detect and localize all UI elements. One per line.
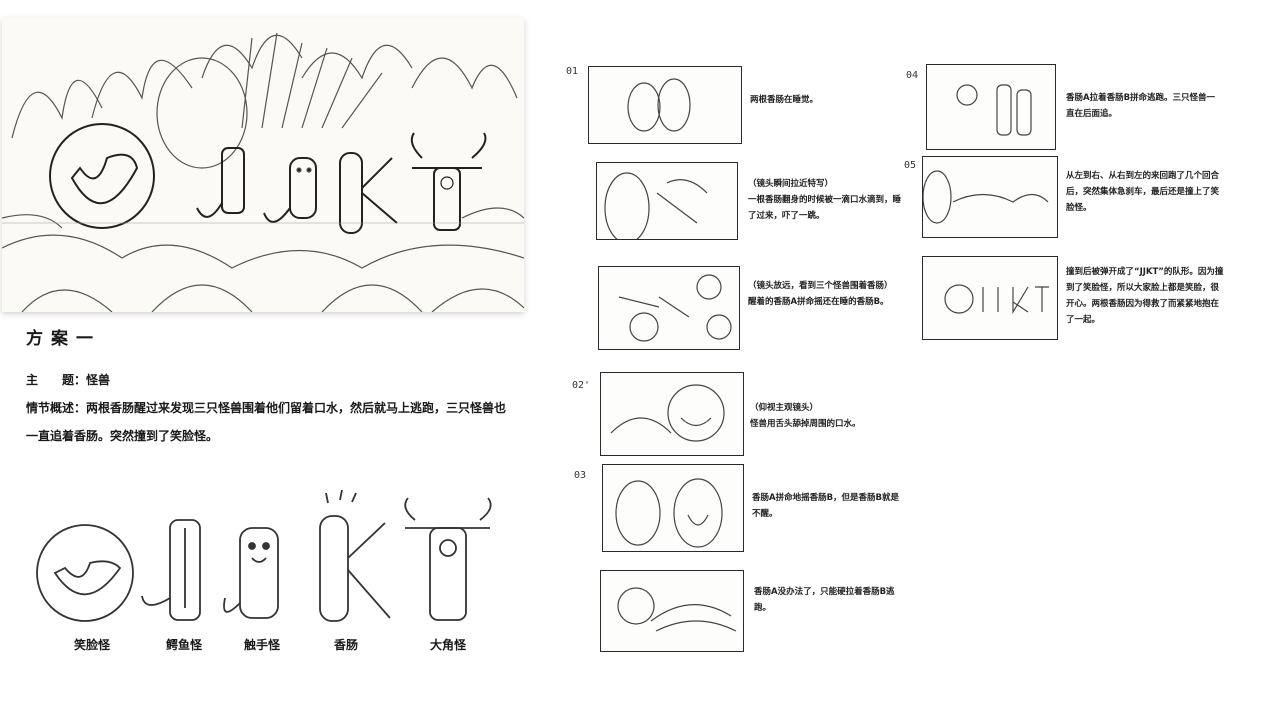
storyboard-frame [602, 464, 744, 552]
label-tentacle-monster: 触手怪 [243, 638, 280, 652]
shot-caption: （镜头瞬间拉近特写） 一根香肠翻身的时候被一滴口水滴到，睡了过来，吓了一跳。 [748, 179, 902, 221]
storyboard-frame [596, 162, 738, 240]
shot-caption: 香肠A拼命地摇香肠B，但是香肠B就是不醒。 [752, 493, 900, 519]
synopsis-text: 两根香肠醒过来发现三只怪兽围着他们留着口水，然后就马上逃跑，三只怪兽也一直追着香… [26, 401, 507, 443]
storyboard-frame [588, 66, 742, 144]
synopsis-paragraph: 情节概述：两根香肠醒过来发现三只怪兽围着他们留着口水，然后就马上逃跑，三只怪兽也… [26, 394, 516, 450]
monster-sketch-row [30, 478, 500, 628]
horned-monster-sketch [404, 497, 492, 621]
shot-number: 02' [572, 380, 591, 391]
theme-label: 主 题： [26, 373, 87, 387]
synopsis-label: 情节概述： [26, 401, 87, 415]
shot-caption: 香肠A拉着香肠B拼命逃跑。三只怪兽一直在后面追。 [1066, 93, 1216, 119]
storyboard-frame [926, 64, 1056, 150]
storyboard-frame [600, 570, 744, 652]
hero-illustration [2, 18, 524, 312]
shot-caption: 撞到后被弹开成了“JJKT”的队形。因为撞到了笑脸怪，所以大家脸上都是笑脸，很开… [1066, 267, 1224, 325]
storyboard-frame [600, 372, 744, 456]
label-smiley-monster: 笑脸怪 [73, 638, 110, 652]
shot-caption: （镜头放远，看到三个怪兽围着香肠）醒着的香肠A拼命摇还在睡的香肠B。 [748, 281, 893, 307]
tentacle-monster-sketch [223, 527, 279, 619]
storyboard-frame [922, 156, 1058, 238]
shot-caption: 从左到右、从右到左的来回跑了几个回合后，突然集体急刹车，最后还是撞上了笑脸怪。 [1066, 171, 1220, 213]
crocodile-monster-sketch [141, 519, 201, 621]
shot-caption: （仰视主观镜头） 怪兽用舌头舔掉周围的口水。 [750, 403, 861, 429]
shot-caption: 两根香肠在睡觉。 [750, 95, 819, 105]
label-horned-monster: 大角怪 [429, 638, 466, 652]
smiley-monster-sketch [36, 524, 134, 622]
shot-number: 04 [906, 70, 919, 81]
shot-number: 05 [904, 160, 917, 171]
shot-number: 03 [574, 470, 587, 481]
theme-value: 怪兽 [86, 373, 111, 387]
theme-line: 主 题：怪兽 [26, 366, 516, 394]
shot-caption: 香肠A没办法了，只能硬拉着香肠B逃跑。 [754, 587, 895, 613]
storyboard-frame [598, 266, 740, 350]
label-crocodile-monster: 鳄鱼怪 [165, 638, 202, 652]
storyboard-frame [922, 256, 1058, 340]
label-sausage: 香肠 [333, 638, 358, 652]
shot-number: 01 [566, 66, 579, 77]
plan-title: 方案一 [26, 329, 101, 349]
sausage-sketch [319, 489, 391, 622]
